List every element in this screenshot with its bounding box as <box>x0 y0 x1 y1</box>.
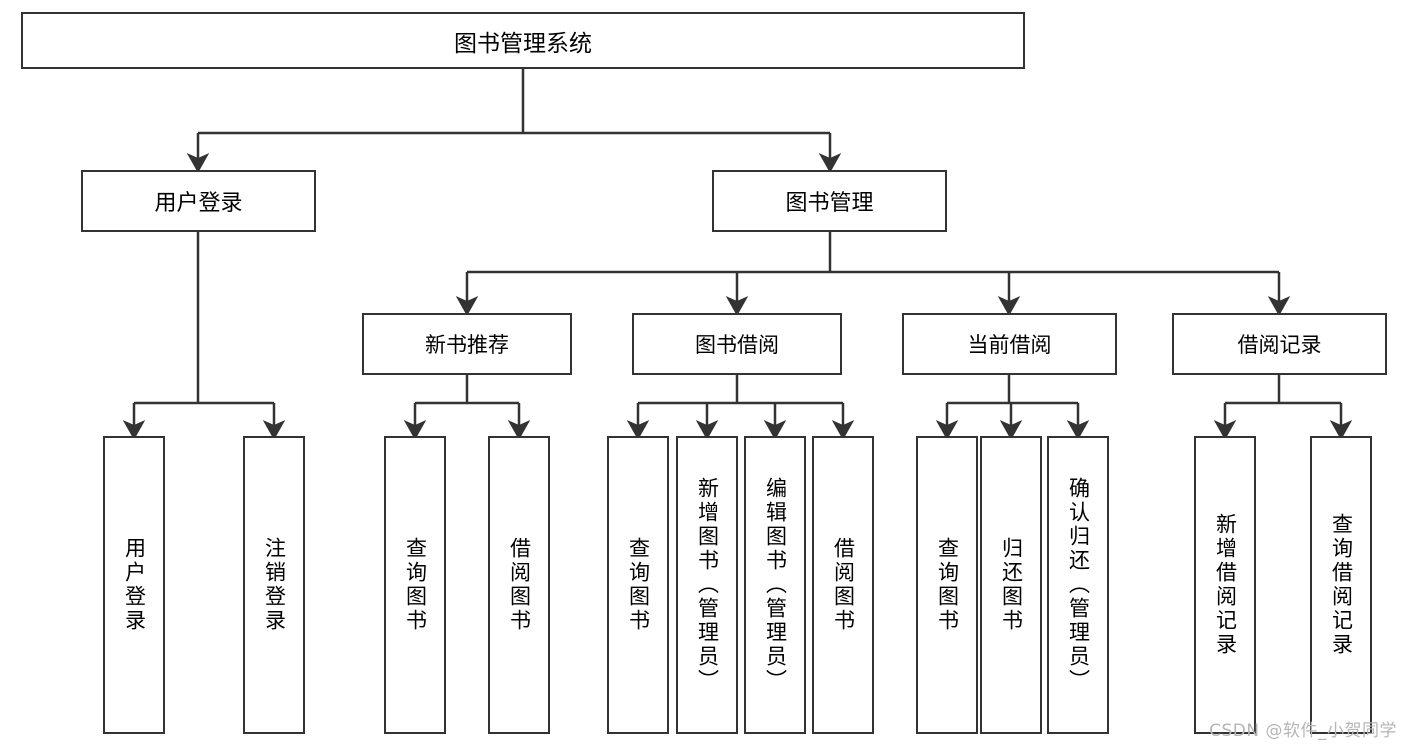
node-new-book-recommend[interactable]: 新书推荐 <box>362 313 572 375</box>
node-new-book-recommend-label: 新书推荐 <box>425 333 509 357</box>
leaf-label: 确认归还（管理员） <box>1066 477 1091 693</box>
leaf-label: 借阅图书 <box>831 537 856 633</box>
leaf-label: 查询图书 <box>935 537 960 633</box>
leaf-current-confirm-return[interactable]: 确认归还（管理员） <box>1047 436 1109 734</box>
node-book-management[interactable]: 图书管理 <box>712 170 947 232</box>
leaf-label: 新增图书（管理员） <box>695 477 720 693</box>
leaf-label: 借阅图书 <box>507 537 532 633</box>
leaf-label: 查询借阅记录 <box>1329 513 1354 657</box>
leaf-new-book-query[interactable]: 查询图书 <box>384 436 446 734</box>
leaf-label: 编辑图书（管理员） <box>763 477 788 693</box>
leaf-current-query-book[interactable]: 查询图书 <box>916 436 978 734</box>
node-current-borrow[interactable]: 当前借阅 <box>902 313 1117 375</box>
leaf-current-return-book[interactable]: 归还图书 <box>980 436 1042 734</box>
leaf-record-query[interactable]: 查询借阅记录 <box>1310 436 1372 734</box>
leaf-label: 查询图书 <box>403 537 428 633</box>
leaf-label: 注销登录 <box>262 537 287 633</box>
node-book-borrow[interactable]: 图书借阅 <box>632 313 842 375</box>
watermark: CSDN @软件_小贺同学 <box>1209 721 1397 741</box>
node-root-label: 图书管理系统 <box>454 30 592 57</box>
leaf-new-book-borrow[interactable]: 借阅图书 <box>488 436 550 734</box>
node-borrow-record[interactable]: 借阅记录 <box>1172 313 1387 375</box>
leaf-label: 查询图书 <box>626 537 651 633</box>
leaf-label: 新增借阅记录 <box>1213 513 1238 657</box>
leaf-label: 归还图书 <box>999 537 1024 633</box>
leaf-user-login-signin[interactable]: 用户登录 <box>103 436 165 734</box>
node-user-login-label: 用户登录 <box>154 191 243 216</box>
leaf-borrow-add-book[interactable]: 新增图书（管理员） <box>676 436 738 734</box>
leaf-borrow-query-book[interactable]: 查询图书 <box>607 436 669 734</box>
leaf-record-add[interactable]: 新增借阅记录 <box>1194 436 1256 734</box>
leaf-label: 用户登录 <box>122 537 147 633</box>
node-book-borrow-label: 图书借阅 <box>695 333 779 357</box>
node-book-management-label: 图书管理 <box>785 191 874 216</box>
leaf-user-login-signout[interactable]: 注销登录 <box>243 436 305 734</box>
node-borrow-record-label: 借阅记录 <box>1237 333 1322 357</box>
node-current-borrow-label: 当前借阅 <box>967 333 1052 357</box>
leaf-borrow-edit-book[interactable]: 编辑图书（管理员） <box>744 436 806 734</box>
node-user-login[interactable]: 用户登录 <box>81 170 316 232</box>
node-root[interactable]: 图书管理系统 <box>21 12 1025 69</box>
leaf-borrow-borrow-book[interactable]: 借阅图书 <box>812 436 874 734</box>
